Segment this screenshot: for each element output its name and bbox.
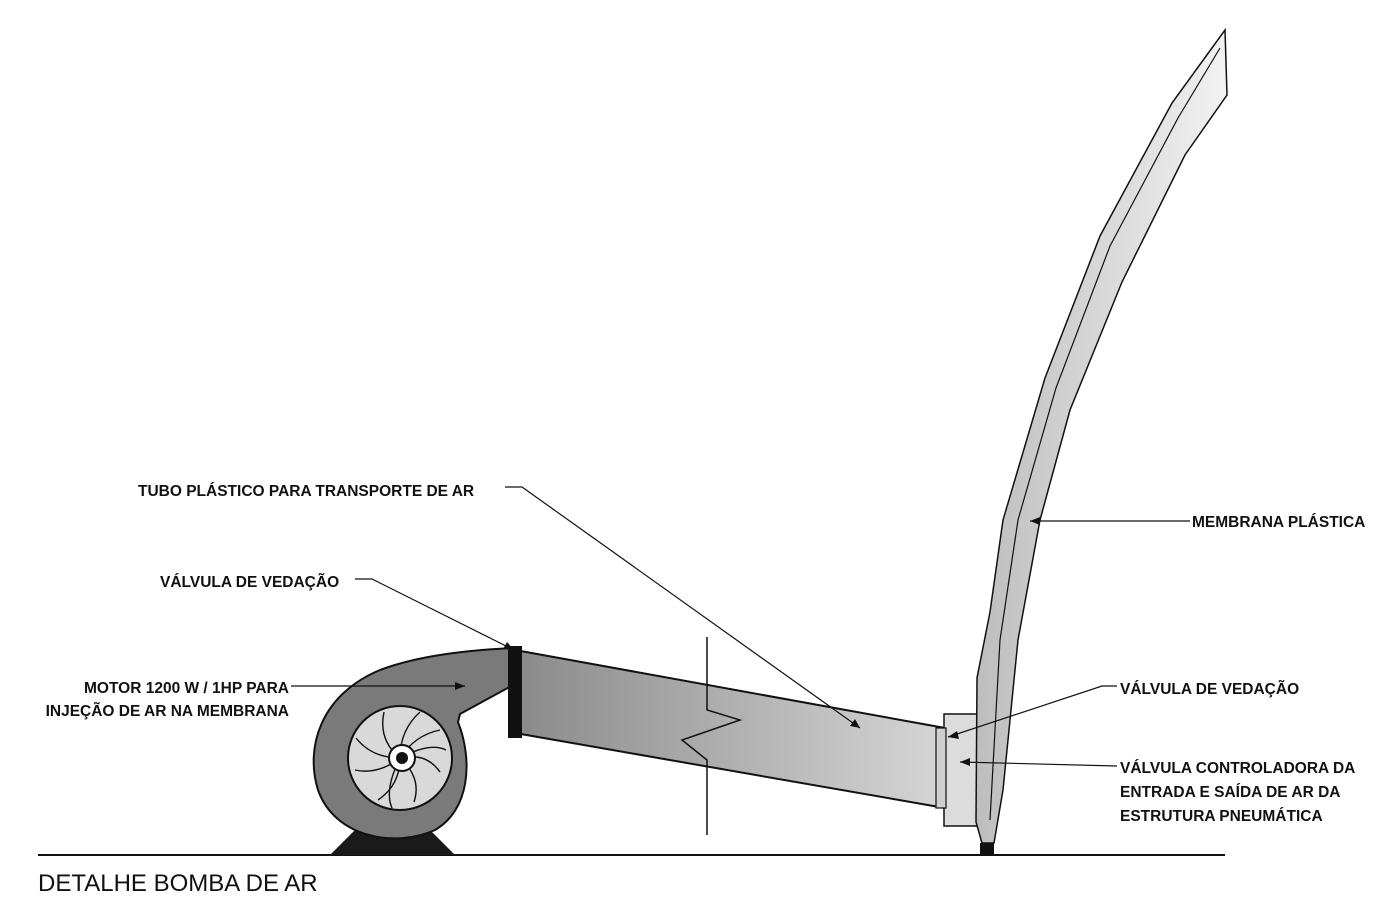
label-valve-right: VÁLVULA DE VEDAÇÃO xyxy=(1120,680,1299,698)
controller-valve xyxy=(943,713,981,827)
plastic-membrane xyxy=(975,27,1228,855)
label-controller-line1: VÁLVULA CONTROLADORA DA xyxy=(1120,760,1355,777)
label-motor-line1: MOTOR 1200 W / 1HP PARA xyxy=(84,680,289,697)
sealing-valve-left xyxy=(508,646,522,738)
label-controller-line2: ENTRADA E SAÍDA DE AR DA xyxy=(1120,784,1340,801)
label-motor-line2: INJEÇÃO DE AR NA MEMBRANA xyxy=(46,702,289,720)
drawing-title: DETALHE BOMBA DE AR xyxy=(38,870,318,897)
label-controller-line3: ESTRUTURA PNEUMÁTICA xyxy=(1120,808,1323,825)
break-line xyxy=(680,637,743,835)
pump-motor xyxy=(312,646,516,840)
label-tube: TUBO PLÁSTICO PARA TRANSPORTE DE AR xyxy=(138,483,474,500)
arrowheads xyxy=(455,517,1040,766)
label-valve-left: VÁLVULA DE VEDAÇÃO xyxy=(160,573,339,591)
leader-lines xyxy=(291,486,1190,767)
label-membrane: MEMBRANA PLÁSTICA xyxy=(1192,514,1365,531)
air-tube xyxy=(514,648,946,810)
sealing-valve-right xyxy=(935,727,947,809)
